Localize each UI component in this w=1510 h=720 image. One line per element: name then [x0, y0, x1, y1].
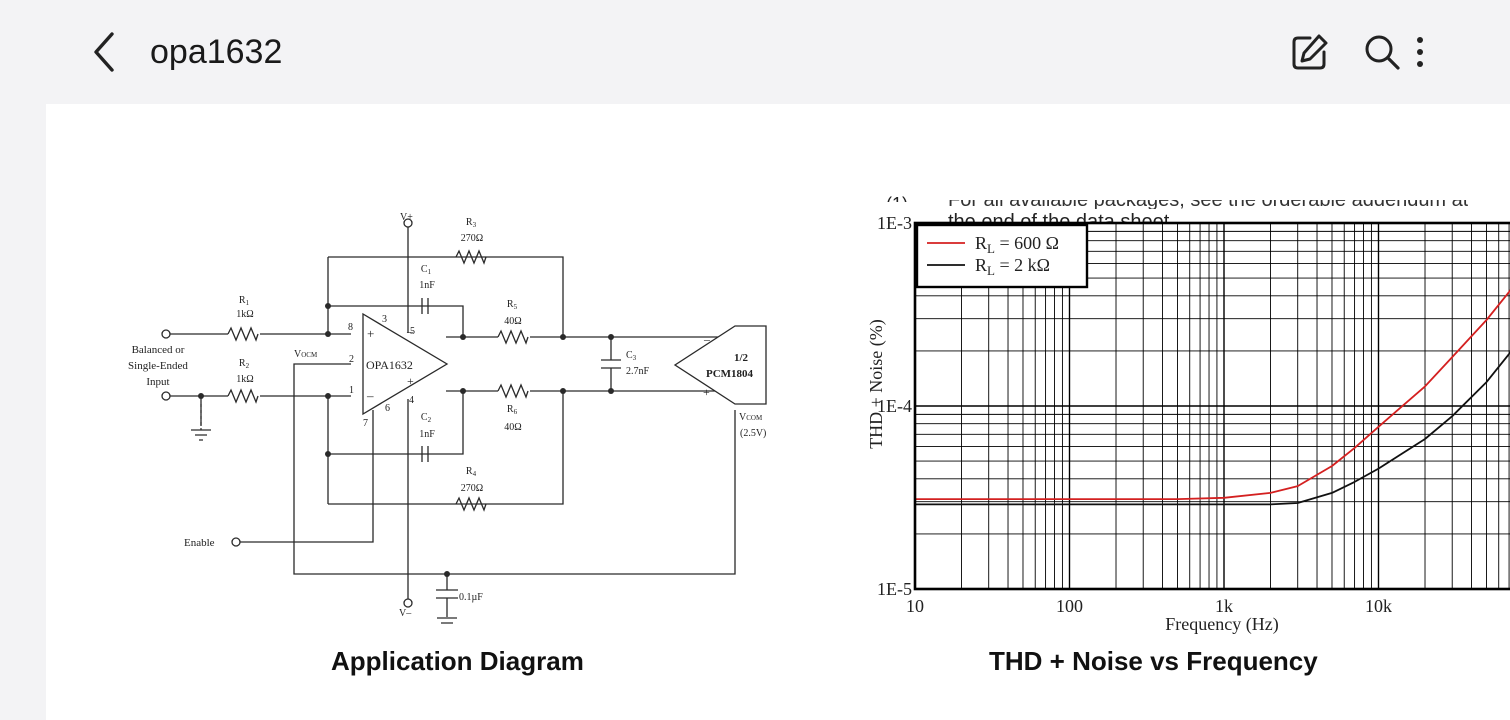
search-icon	[1365, 35, 1400, 70]
series-line-1	[915, 289, 1510, 500]
c1-value: 1nF	[419, 280, 435, 291]
y-axis-label: THD + Noise (%)	[866, 319, 887, 449]
pin-7: 7	[363, 418, 368, 429]
r1-value: 1kΩ	[236, 309, 253, 320]
footnote-line-1: For all available packages, see the orde…	[901, 200, 1468, 209]
opamp-out-minus: –	[406, 324, 414, 338]
search-button[interactable]	[1360, 30, 1404, 74]
r4-label: R4	[466, 466, 477, 478]
adc-plus: +	[703, 385, 710, 399]
input-label-3: Input	[146, 376, 169, 388]
vcom-value: (2.5V)	[740, 428, 766, 439]
pin-5: 5	[410, 326, 415, 337]
x-axis-label: Frequency (Hz)	[1165, 614, 1278, 635]
adc-label-1: 1/2	[734, 352, 749, 364]
r2-value: 1kΩ	[236, 374, 253, 385]
diagram-caption: Application Diagram	[331, 646, 584, 676]
opamp-plus: +	[367, 326, 374, 341]
adc-minus: –	[703, 332, 711, 346]
r4-value: 270Ω	[461, 483, 483, 494]
edit-icon	[1292, 34, 1328, 70]
r5-value: 40Ω	[504, 316, 521, 327]
more-vert-icon	[1417, 37, 1423, 67]
more-options-button[interactable]	[1398, 30, 1442, 74]
opamp-minus: –	[366, 388, 374, 403]
chip-label: OPA1632	[366, 358, 413, 372]
y-tick-label: 1E-5	[877, 579, 912, 599]
edit-button[interactable]	[1288, 30, 1332, 74]
pin-4: 4	[409, 395, 414, 406]
c2-label: C2	[421, 412, 432, 424]
pin-6: 6	[385, 403, 390, 414]
y-tick-label: 1E-3	[877, 213, 912, 233]
x-tick-label: 1k	[1215, 596, 1233, 616]
x-tick-label: 100	[1056, 596, 1083, 616]
vminus-label: V–	[399, 608, 412, 619]
c3-value: 2.7nF	[626, 366, 650, 377]
y-tick-label: 1E-4	[877, 396, 912, 416]
pin-2: 2	[349, 354, 354, 365]
x-tick-label: 10	[906, 596, 924, 616]
legend-box	[915, 223, 1089, 289]
r6-value: 40Ω	[504, 422, 521, 433]
chevron-left-icon	[94, 32, 114, 72]
r1-label: R1	[239, 295, 250, 307]
chart-caption: THD + Noise vs Frequency	[989, 646, 1318, 676]
r2-label: R2	[239, 358, 250, 370]
pin-8: 8	[348, 322, 353, 333]
c2-value: 1nF	[419, 429, 435, 440]
opamp-out-plus: +	[407, 374, 414, 388]
r6-label: R6	[507, 404, 518, 416]
c1-label: C1	[421, 264, 432, 276]
page-title: opa1632	[150, 33, 283, 71]
vcom-label: VCOM	[739, 412, 763, 423]
r3-value: 270Ω	[461, 233, 483, 244]
document-page[interactable]: (1) For all available packages, see the …	[46, 104, 1510, 720]
vplus-label: V+	[400, 212, 413, 223]
vocm-label: VOCM	[294, 349, 318, 360]
input-label-2: Single-Ended	[128, 360, 188, 372]
enable-label: Enable	[184, 537, 215, 549]
back-button[interactable]	[88, 30, 124, 74]
cbyp-value: 0.1µF	[459, 592, 483, 603]
pin-1: 1	[349, 385, 354, 396]
r5-label: R5	[507, 299, 518, 311]
c3-label: C3	[626, 350, 637, 362]
plot-frame	[913, 221, 1510, 591]
x-tick-label: 10k	[1365, 596, 1392, 616]
series-line-2	[915, 351, 1510, 506]
legend-entry: RL = 600 Ω	[975, 233, 1059, 256]
footnote-marker: (1)	[886, 193, 908, 202]
input-label-1: Balanced or	[132, 344, 185, 356]
pin-3: 3	[382, 314, 387, 325]
r3-label: R3	[466, 217, 477, 229]
adc-label-2: PCM1804	[706, 368, 754, 380]
legend-entry: RL = 2 kΩ	[975, 255, 1050, 278]
app-bar: opa1632	[0, 0, 1510, 104]
application-diagram: OPA1632 + – – + 1 2 3 4 5 6 7 8 1/2 PCM1…	[128, 212, 767, 624]
